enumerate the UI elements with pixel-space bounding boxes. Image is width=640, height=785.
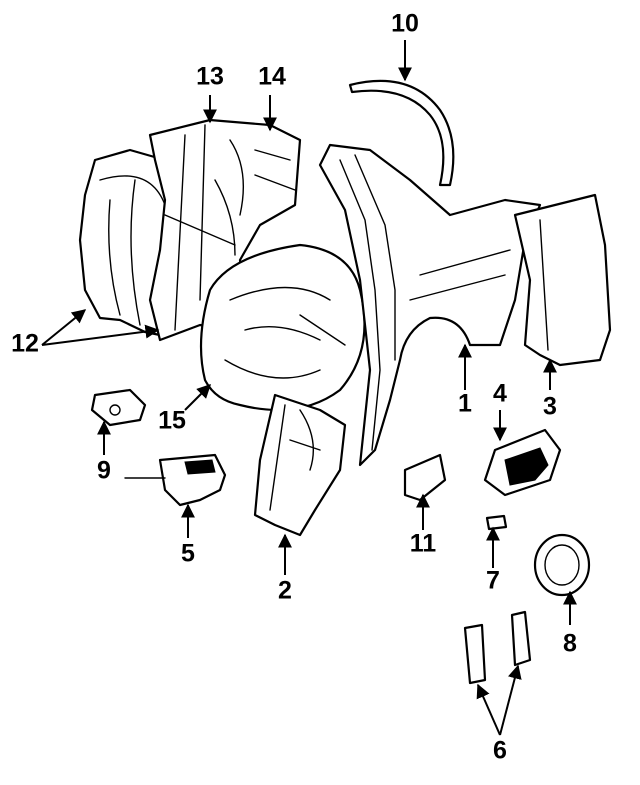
part-8-gasket — [533, 533, 591, 597]
callout-1: 1 — [458, 390, 472, 418]
part-2-pillar — [253, 393, 347, 537]
part-7-clip — [485, 514, 508, 531]
part-11-pad — [403, 453, 447, 502]
part-6-hinges — [463, 610, 532, 685]
part-13-14-inner-panel — [148, 118, 302, 342]
part-9-bracket — [90, 388, 147, 427]
part-3-outer-skin — [513, 193, 612, 367]
callout-13: 13 — [196, 63, 224, 91]
callout-10: 10 — [391, 10, 419, 38]
callout-15: 15 — [158, 407, 186, 435]
callout-6: 6 — [493, 737, 507, 765]
part-10-rail — [348, 79, 455, 187]
callout-3: 3 — [543, 393, 557, 421]
callout-8: 8 — [563, 630, 577, 658]
callout-14: 14 — [258, 63, 286, 91]
callout-12: 12 — [11, 330, 39, 358]
callout-9: 9 — [97, 457, 111, 485]
part-15-liner — [199, 243, 366, 412]
callout-4: 4 — [493, 380, 507, 408]
part-5-actuator — [124, 453, 227, 507]
callout-11: 11 — [410, 530, 437, 558]
callout-5: 5 — [181, 540, 195, 568]
callout-7: 7 — [486, 567, 500, 595]
part-4-fuel-housing — [483, 428, 562, 497]
callout-2: 2 — [278, 577, 292, 605]
leader-lines — [41, 40, 577, 736]
